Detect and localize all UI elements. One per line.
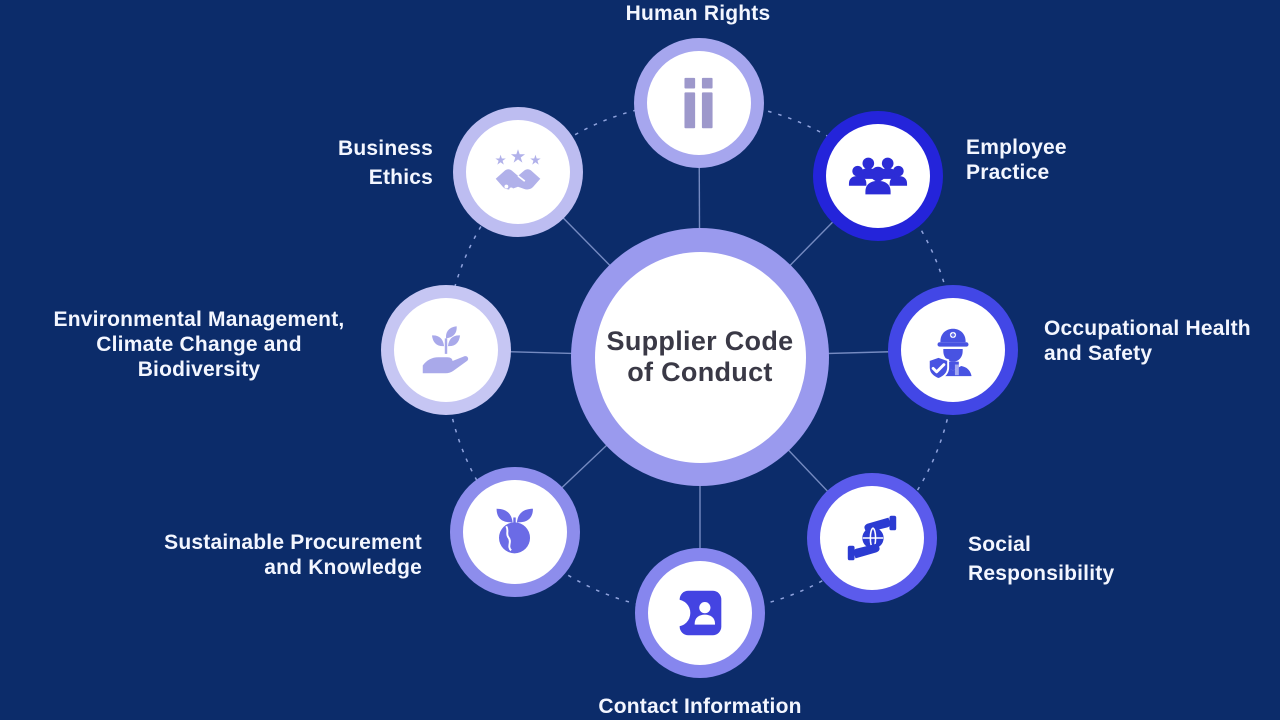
node-occupational-health-and-safety — [888, 285, 1018, 415]
human-rights-bars-icon — [684, 77, 713, 129]
label-social-responsibility: Social Responsibility — [968, 533, 1115, 585]
node-inner-circle — [647, 51, 751, 155]
label-environmental-management: Environmental Management, Climate Change… — [53, 308, 345, 381]
people-group-icon — [848, 157, 908, 195]
hand-plant-icon — [422, 326, 469, 374]
hands-globe-icon — [847, 515, 897, 561]
label-occupational-health-and-safety: Occupational Health and Safety — [1044, 317, 1251, 365]
svg-text:★: ★ — [529, 152, 541, 168]
node-social-responsibility — [807, 473, 937, 603]
label-business-ethics: Business Ethics — [338, 137, 433, 189]
node-employee-practice — [813, 111, 943, 241]
worker-shield-icon — [927, 328, 972, 381]
hub-circle: Supplier Code of Conduct — [571, 228, 829, 486]
node-inner-circle — [463, 480, 567, 584]
earth-leaves-icon — [496, 508, 533, 554]
node-inner-circle — [394, 298, 498, 402]
node-business-ethics: ★ ★ ★ — [453, 107, 583, 237]
node-inner-circle — [820, 486, 924, 590]
label-sustainable-procurement: Sustainable Procurement and Knowledge — [164, 531, 422, 579]
contact-book-icon — [669, 590, 722, 636]
label-contact-information: Contact Information — [598, 695, 802, 718]
node-contact-information — [635, 548, 765, 678]
hub-inner-circle: Supplier Code of Conduct — [594, 251, 806, 463]
svg-text:★: ★ — [510, 146, 527, 167]
node-inner-circle — [648, 561, 752, 665]
node-human-rights — [634, 38, 764, 168]
label-employee-practice: Employee Practice — [966, 136, 1067, 184]
handshake-stars-icon: ★ ★ ★ — [494, 146, 542, 194]
label-human-rights: Human Rights — [625, 2, 771, 25]
node-inner-circle — [826, 124, 930, 228]
node-inner-circle: ★ ★ ★ — [466, 120, 570, 224]
node-environmental-management — [381, 285, 511, 415]
node-inner-circle — [901, 298, 1005, 402]
hub-title: Supplier Code of Conduct — [606, 326, 794, 387]
svg-text:★: ★ — [494, 152, 506, 168]
node-sustainable-procurement — [450, 467, 580, 597]
